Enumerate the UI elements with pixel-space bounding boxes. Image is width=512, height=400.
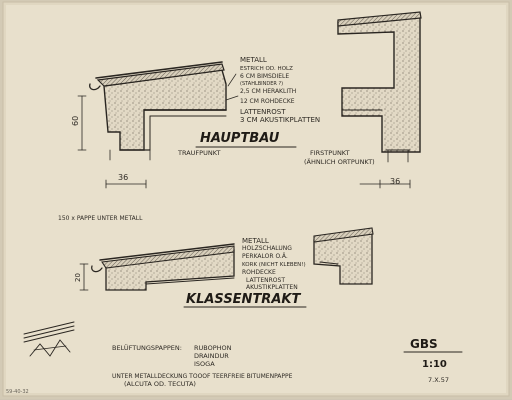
notes-line1-item-1: RUBOPHON <box>194 344 232 352</box>
hauptbau-firstpunkt: FIRSTPUNKT <box>310 149 350 157</box>
hauptbau-layer-6: 12 CM ROHDECKE <box>240 98 295 105</box>
hauptbau-layer-5: 2,5 CM HERAKLITH <box>240 88 296 95</box>
hauptbau-layer-7: LATTENROST <box>240 108 286 116</box>
hauptbau-layer-4: (STAHLBINDER ?) <box>240 81 283 87</box>
klassentrakt-layer-2: HOLZSCHALUNG <box>242 245 292 252</box>
notes-line3: (ALCUTA OD. TECUTA) <box>124 380 196 388</box>
klassentrakt-layer-3: PERKALOR O.Ä. <box>242 253 288 260</box>
notes-line1-item-2: DRAINDUR <box>194 352 229 360</box>
pappe-note: 150 x PAPPE UNTER METALL <box>58 215 143 222</box>
hauptbau-traufpunkt: TRAUFPUNKT <box>177 149 220 157</box>
hauptbau-ridge-slab <box>337 13 421 153</box>
klassentrakt-layer-4: KORK (NICHT KLEBEN!) <box>242 262 306 268</box>
hauptbau-layer-8: 3 CM AKUSTIKPLATTEN <box>240 116 320 124</box>
klassentrakt-layer-1: METALL <box>242 237 269 245</box>
hauptbau-section: 60 36 36 METALL ESTRICH OD. HOLZ 6 CM BI… <box>71 11 422 189</box>
title-block-date: 7.X.57 <box>428 376 449 384</box>
title-block-code: GBS <box>410 337 438 351</box>
hauptbau-layer-3: 6 CM BIMSDIELE <box>240 73 289 80</box>
hauptbau-dim-left: 36 <box>118 173 128 182</box>
klassentrakt-layer-6: LATTENROST <box>246 277 285 284</box>
klassentrakt-title: KLASSENTRAKT <box>186 292 301 307</box>
notes-line2: UNTER METALLDECKUNG TOOOF TEERFREIE BITU… <box>112 373 293 380</box>
hauptbau-dim-right: 36 <box>390 177 400 186</box>
klassentrakt-section: 20 METALL HOLZSCHALUNG PERKALOR O.Ä. KOR… <box>74 227 374 308</box>
klassentrakt-dim-height: 20 <box>74 273 82 282</box>
notes-line1-label: BELÜFTUNGSPAPPEN: <box>112 343 182 352</box>
mini-sketch <box>23 321 75 357</box>
hauptbau-layer-2: ESTRICH OD. HOLZ <box>240 66 293 72</box>
klassentrakt-roof-cover <box>101 245 235 269</box>
notes-line1-item-3: ISOGA <box>194 360 215 368</box>
hauptbau-layer-1: METALL <box>240 56 267 64</box>
title-block-scale: 1:10 <box>422 359 447 370</box>
corner-number: 59-40-32 <box>6 389 29 395</box>
hauptbau-dim-height: 60 <box>71 116 80 126</box>
klassentrakt-layer-5: ROHDECKE <box>242 269 276 276</box>
hauptbau-roof-cover <box>96 63 225 87</box>
klassentrakt-ridge-cover <box>313 227 374 243</box>
hauptbau-title: HAUPTBAU <box>200 131 280 146</box>
hauptbau-ridge-cover <box>337 11 422 27</box>
klassentrakt-layer-7: AKUSTIKPLATTEN <box>246 284 298 291</box>
hauptbau-firstpunkt-note: (ÄHNLICH ORTPUNKT) <box>304 157 375 166</box>
